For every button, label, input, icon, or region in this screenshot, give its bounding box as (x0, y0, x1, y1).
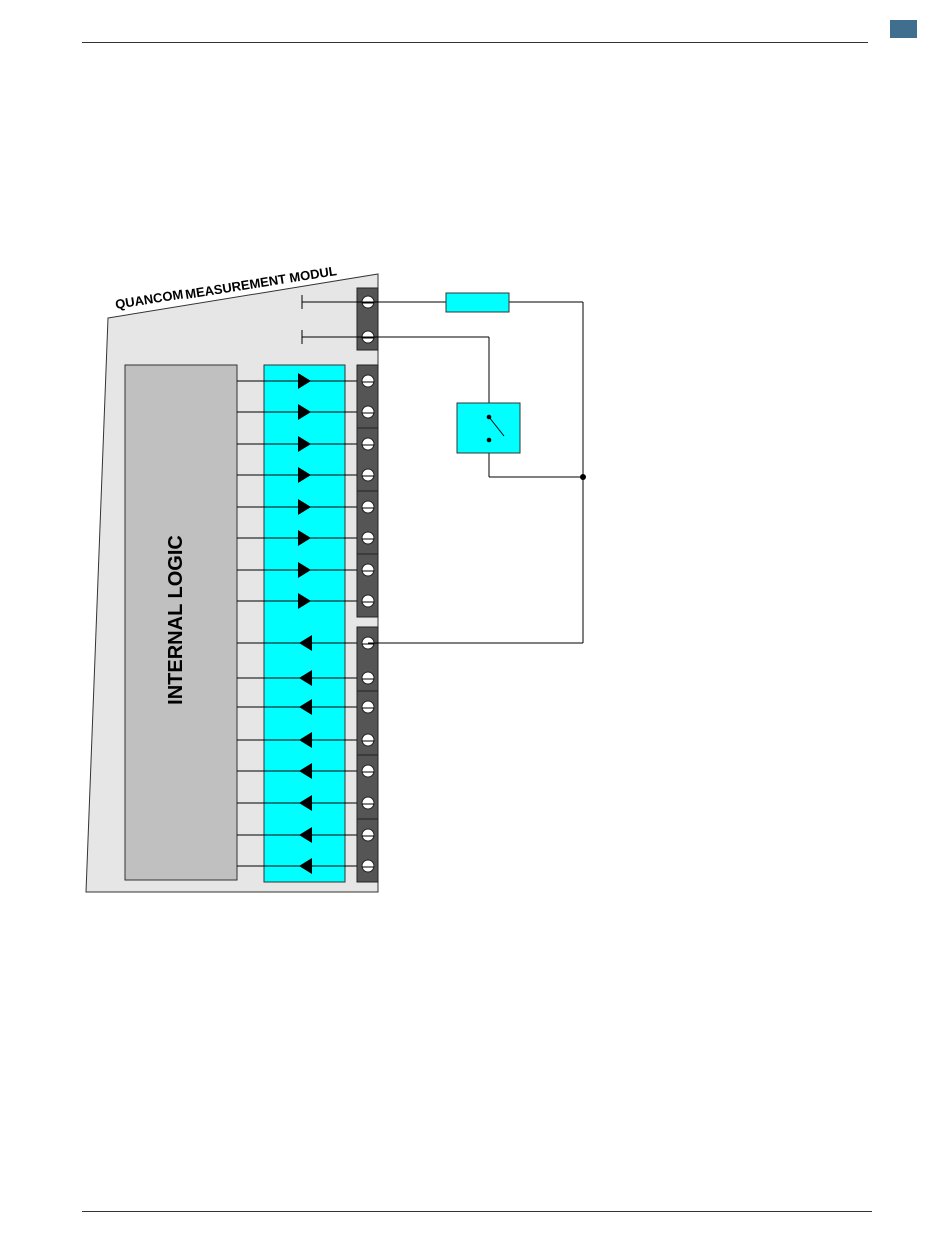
terminal-block-out-3 (357, 491, 378, 554)
internal-logic-label: INTERNAL LOGIC (165, 535, 187, 705)
resistor-symbol (446, 293, 509, 312)
terminal-screw-out-2 (362, 406, 374, 418)
terminal-screw-in-5 (362, 765, 374, 777)
terminal-screw-in-6 (362, 797, 374, 809)
terminal-screw-in-3 (362, 701, 374, 713)
terminal-screw-out-8 (362, 595, 374, 607)
terminal-screw-out-5 (362, 501, 374, 513)
terminal-screw-in-7 (362, 829, 374, 841)
terminal-block-out-4 (357, 554, 378, 617)
terminal-screw-in-8 (362, 860, 374, 872)
terminal-block-out-1 (357, 365, 378, 428)
switch-box (457, 403, 520, 453)
terminal-strip (357, 288, 378, 882)
terminal-block-in-4 (357, 819, 378, 882)
terminal-screw-in-4 (362, 734, 374, 746)
terminal-screw-out-4 (362, 469, 374, 481)
terminal-screw-out-1 (362, 375, 374, 387)
terminal-screw-out-7 (362, 564, 374, 576)
footer-rule (82, 1211, 872, 1212)
terminal-screw-out-6 (362, 532, 374, 544)
terminal-block-out-2 (357, 428, 378, 491)
junction-dot (580, 474, 586, 480)
terminal-screw-in-2 (362, 672, 374, 684)
external-circuit (368, 302, 583, 643)
terminal-screw-out-3 (362, 438, 374, 450)
